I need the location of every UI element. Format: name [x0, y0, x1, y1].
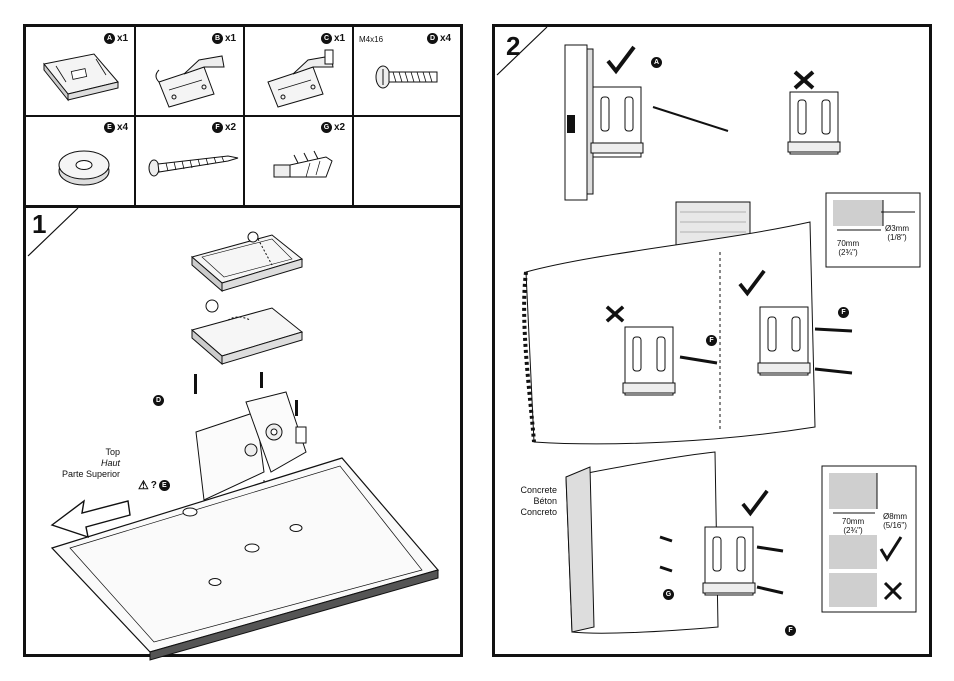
screw-d-callout: D: [153, 395, 164, 406]
top-direction-arrow-icon: [50, 499, 131, 539]
wall-plug-g-icon: [273, 150, 333, 178]
concrete-inset-hole: Ø8mm(5/16"): [883, 512, 907, 530]
wood-inset-depth: 70mm(2¾"): [836, 239, 860, 257]
step2-number: 2: [506, 31, 521, 61]
wall-plate-wood-wrong-icon: [622, 326, 718, 396]
step2-panel: 2 A: [492, 24, 932, 657]
step1-corner-line: [27, 207, 79, 257]
parts-col-divider-3: [352, 27, 354, 205]
washer-e-icon: [58, 150, 110, 186]
check-mark-icon-2: [738, 269, 766, 297]
stand-base-top-icon: [190, 231, 304, 293]
wood-drill-inset-icon: [825, 192, 921, 268]
plate-a-callout: A: [651, 57, 662, 68]
step2-corner-line: [496, 26, 548, 76]
plug-g-callout: G: [663, 589, 674, 600]
wall-plate-wrong-icon: [787, 91, 841, 155]
screw-f-callout-3: F: [785, 625, 796, 636]
concrete-inset-depth: 70mm(2¾"): [841, 517, 865, 535]
concrete-labels: Concrete Béton Concreto: [520, 485, 557, 517]
wall-plate-a-icon: [43, 53, 119, 102]
check-mark-icon: [606, 45, 636, 75]
wood-screw-f-icon: [148, 155, 239, 177]
machine-screw-d-icon: [375, 65, 438, 89]
wood-inset-gap: Ø3mm(1/8"): [885, 224, 909, 242]
concrete-drill-inset-icon: [821, 465, 917, 613]
screw-f-callout-2: F: [838, 307, 849, 318]
wall-plate-marking-icon: [590, 86, 729, 158]
part-d-size: M4x16: [359, 35, 384, 44]
tv-screen-icon: [50, 457, 440, 661]
bracket-b-icon: [155, 55, 225, 108]
cross-mark-icon-2: [605, 305, 625, 323]
top-direction-label: Top Haut Parte Superior: [61, 447, 120, 479]
screw-f-callout-1: F: [706, 335, 717, 346]
spirit-level-icon: [564, 44, 594, 201]
washer-e-callout: ⚠?E: [138, 478, 170, 492]
parts-col-divider-2: [243, 27, 245, 205]
parts-bottom-border: [26, 205, 460, 208]
cross-mark-icon: [793, 70, 815, 90]
concrete-wall-icon: [565, 451, 719, 634]
wall-plate-wood-correct-icon: [757, 306, 853, 376]
wall-plate-concrete-icon: [659, 526, 784, 596]
warning-icon: ⚠: [138, 478, 149, 492]
bracket-c-icon: [267, 49, 334, 108]
stand-base-bottom-icon: [190, 299, 304, 366]
check-mark-icon-3: [741, 489, 769, 517]
step1-number: 1: [32, 209, 47, 239]
bracket-assembly-icon: [194, 372, 307, 522]
parts-col-divider-1: [134, 27, 136, 205]
